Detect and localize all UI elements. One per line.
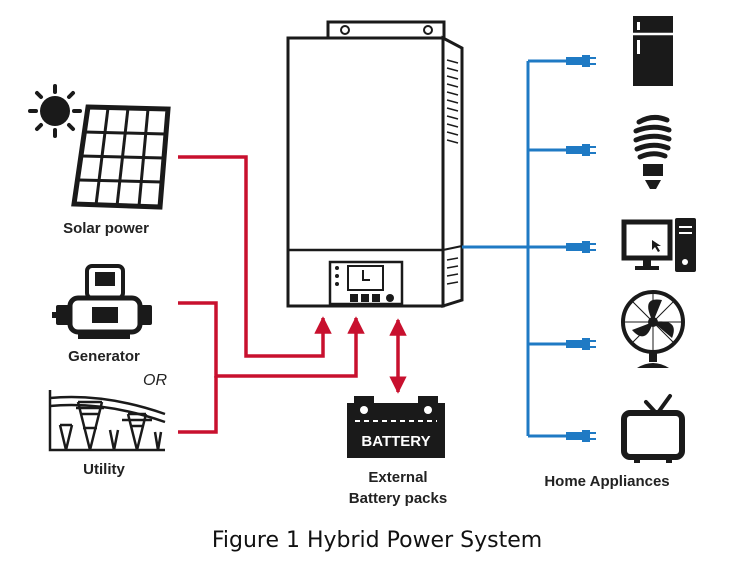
battery-text: BATTERY <box>361 433 430 450</box>
sun-icon <box>28 84 82 138</box>
plug-icon <box>566 55 596 442</box>
battery-label-line1: External <box>368 469 427 486</box>
input-lines <box>178 155 407 434</box>
utility-label: Utility <box>83 461 125 478</box>
inverter-icon <box>286 20 464 309</box>
generator-label: Generator <box>68 348 140 365</box>
light-bulb-icon <box>633 114 672 189</box>
solar-power-label: Solar power <box>63 220 149 237</box>
generator-icon <box>52 264 152 339</box>
home-appliances-label: Home Appliances <box>544 473 669 490</box>
solar-panel-icon <box>71 104 171 210</box>
or-label: OR <box>143 372 167 389</box>
figure-caption: Figure 1 Hybrid Power System <box>211 528 543 553</box>
tv-icon <box>621 394 685 463</box>
battery-icon: BATTERY <box>347 396 445 458</box>
computer-icon <box>621 218 696 272</box>
fan-icon <box>621 290 685 368</box>
battery-label-line2: Battery packs <box>349 490 447 507</box>
refrigerator-icon <box>633 16 673 86</box>
utility-tower-icon <box>48 390 166 452</box>
output-lines <box>462 59 566 438</box>
